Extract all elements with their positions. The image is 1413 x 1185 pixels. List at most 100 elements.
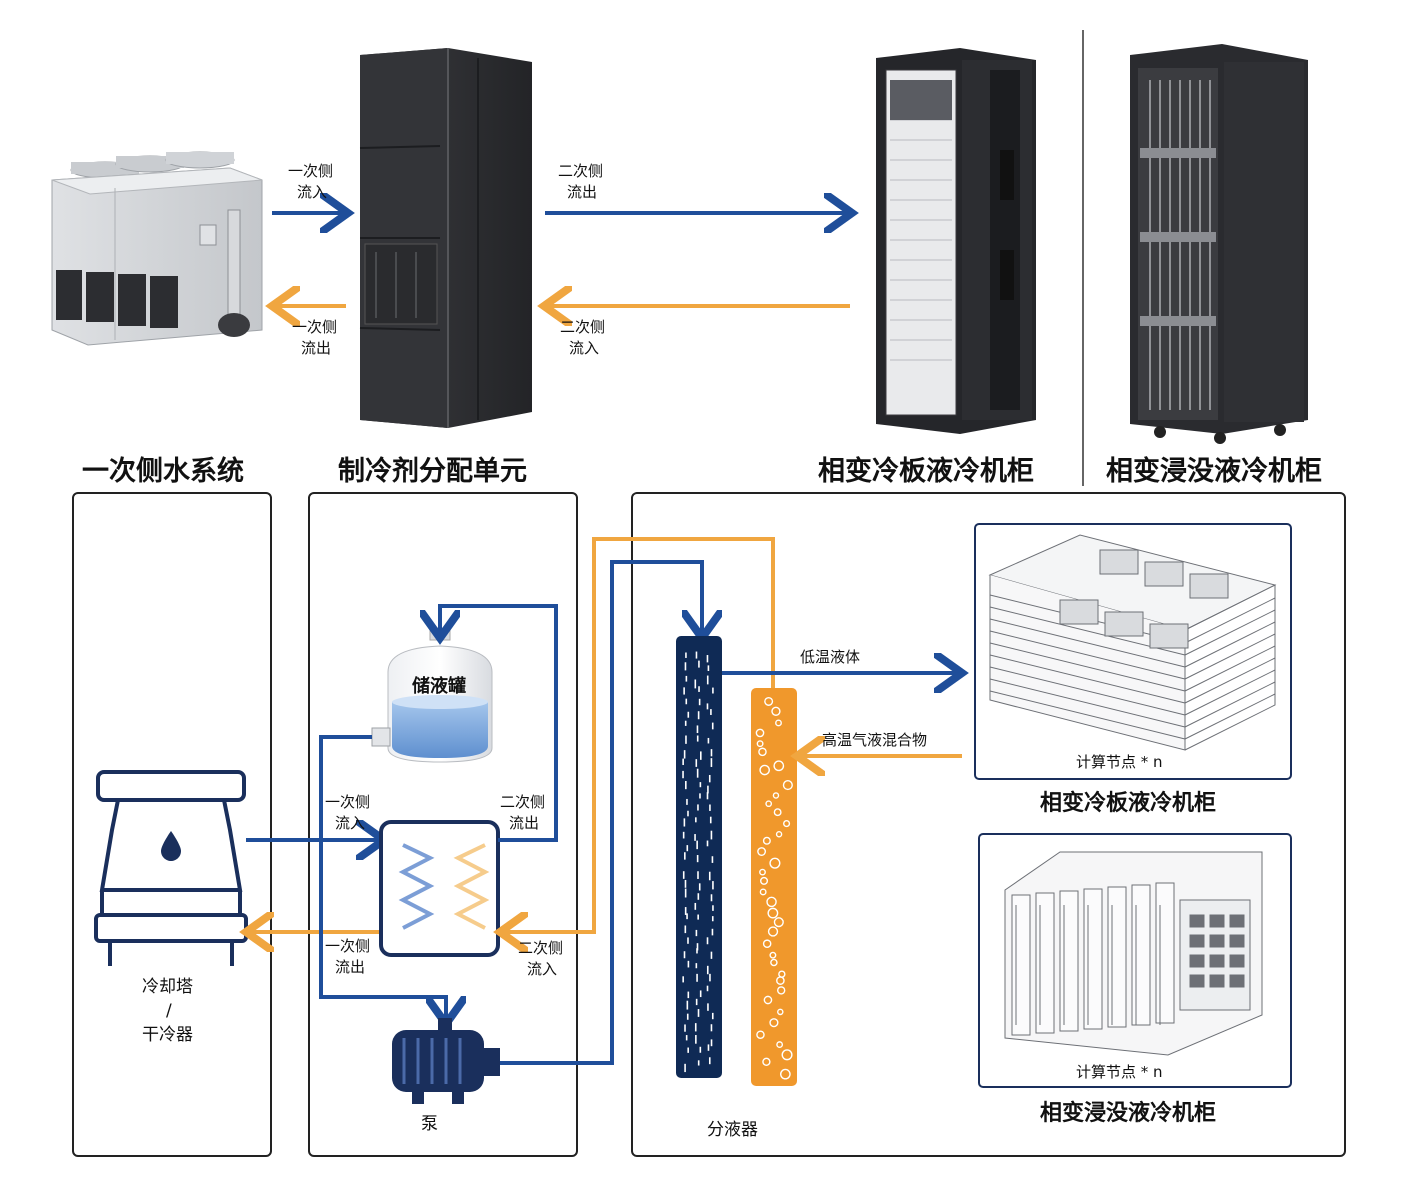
liquid-dashes <box>682 651 714 1073</box>
label-primary-in-2: 流入 <box>297 183 327 201</box>
cooling-tower-image <box>51 151 263 346</box>
vapor-bubble <box>758 747 767 757</box>
pipe-hx-to-tank <box>440 604 558 842</box>
title-immersion-cabinet: 相变浸没液冷机柜 <box>1106 455 1322 487</box>
vapor-bubble <box>767 907 779 919</box>
title-cold-plate-module: 相变冷板液冷机柜 <box>1040 790 1216 816</box>
plate-line <box>1184 597 1276 644</box>
hx-cold-coil <box>398 843 435 930</box>
vapor-bubble <box>764 696 774 706</box>
plate-line <box>989 630 1186 680</box>
blade <box>1155 882 1175 1024</box>
vapor-bubble <box>762 939 772 948</box>
heat-exchanger <box>379 820 500 957</box>
plate-line <box>1184 657 1276 704</box>
vapor-bubble <box>771 706 781 716</box>
vapor-bubble <box>773 760 785 772</box>
label-distributor: 分液器 <box>707 1120 758 1140</box>
blade <box>1083 888 1103 1030</box>
vapor-bubble <box>775 719 782 727</box>
panel-refrigerant-unit <box>308 492 578 1157</box>
label-cooling-tower-1: 冷却塔 <box>142 977 193 997</box>
cooling-tower-icon <box>94 770 248 966</box>
title-refrigerant-distribution-unit: 制冷剂分配单元 <box>338 456 527 487</box>
refrigerant-distribution-unit-image <box>359 48 532 428</box>
liquid-tank <box>371 627 493 763</box>
label-hx-primary-in-2: 流入 <box>335 814 365 832</box>
label-hx-secondary-out-1: 二次侧 <box>500 793 545 811</box>
title-cold-plate-cabinet: 相变冷板液冷机柜 <box>818 455 1034 487</box>
pipe-return-to-hx <box>504 537 775 932</box>
plate-line <box>989 618 1186 668</box>
distributor-liquid-column <box>676 636 722 1078</box>
cold-plate-node-image <box>988 534 1277 751</box>
plate-line <box>1184 609 1276 656</box>
title-primary-water-system: 一次侧水系统 <box>82 455 244 487</box>
vapor-bubble <box>757 847 767 856</box>
vapor-bubble <box>779 1068 791 1080</box>
label-hx-secondary-in-1: 二次侧 <box>518 939 563 957</box>
vapor-bubble <box>770 958 778 967</box>
plate-line <box>1184 669 1276 716</box>
plate-line <box>1184 681 1276 728</box>
vapor-bubble <box>776 1041 784 1049</box>
vapor-bubble <box>775 831 783 838</box>
vapor-bubble <box>766 896 777 908</box>
vapor-bubble <box>759 764 770 776</box>
vapor-bubble <box>777 1008 784 1016</box>
immersion-cabinet-image <box>1130 44 1308 444</box>
plate-line <box>1184 645 1276 692</box>
hx-hot-coil <box>453 843 490 930</box>
label-pump: 泵 <box>421 1114 438 1134</box>
pump-icon <box>392 1018 500 1104</box>
title-immersion-module: 相变浸没液冷机柜 <box>1040 1100 1216 1126</box>
label-node-2: 计算节点 * n <box>1076 1063 1163 1081</box>
label-secondary-out-2: 流出 <box>567 183 597 201</box>
distributor-vapor-column <box>751 688 797 1086</box>
panel-cabinets <box>631 492 1346 1157</box>
label-hx-primary-out-1: 一次侧 <box>325 937 370 955</box>
plate-line <box>989 690 1186 740</box>
pipe-pump-to-distributor <box>500 560 702 1065</box>
cold-plate-cabinet-image <box>876 48 1036 434</box>
label-secondary-out-1: 二次侧 <box>558 162 603 180</box>
label-secondary-in-1: 二次侧 <box>560 318 605 336</box>
vapor-bubble <box>769 951 777 959</box>
vapor-bubble <box>756 1030 765 1039</box>
vapor-bubble <box>776 976 785 985</box>
vapor-bubble <box>769 857 781 869</box>
vapor-bubble <box>769 1018 779 1028</box>
vapor-bubble <box>756 740 764 748</box>
label-liquid-tank: 储液罐 <box>411 675 466 697</box>
vapor-bubble <box>773 917 784 928</box>
label-high-temp-mix: 高温气液混合物 <box>822 731 927 749</box>
vapor-bubble <box>763 995 773 1005</box>
vapor-bubble <box>773 808 782 817</box>
blade <box>1107 886 1127 1028</box>
label-node-1: 计算节点 * n <box>1076 753 1163 771</box>
plate-line <box>989 678 1186 728</box>
vapor-bubble <box>767 926 779 937</box>
vapor-bubble <box>777 986 786 995</box>
blade <box>1131 884 1151 1026</box>
vapor-bubble <box>781 1049 793 1061</box>
vapor-bubbles <box>755 696 793 1080</box>
label-low-temp-liquid: 低温液体 <box>800 648 860 666</box>
blade <box>1035 892 1055 1034</box>
plate-line <box>1184 621 1276 668</box>
label-cooling-tower-2: / <box>166 1001 172 1021</box>
vapor-bubble <box>762 1057 771 1066</box>
plate-line <box>989 642 1186 692</box>
label-hx-primary-in-1: 一次侧 <box>325 793 370 811</box>
pipe-tank-to-pump <box>319 735 446 1020</box>
immersion-node-image <box>1004 851 1263 1056</box>
label-hx-secondary-out-2: 流出 <box>509 814 539 832</box>
vapor-bubble <box>782 780 793 791</box>
vapor-bubble <box>772 792 780 799</box>
vapor-bubble <box>762 836 771 845</box>
label-hx-secondary-in-2: 流入 <box>527 960 557 978</box>
label-primary-in-1: 一次侧 <box>288 162 333 180</box>
label-hx-primary-out-2: 流出 <box>335 958 365 976</box>
label-primary-out-2: 流出 <box>301 339 331 357</box>
